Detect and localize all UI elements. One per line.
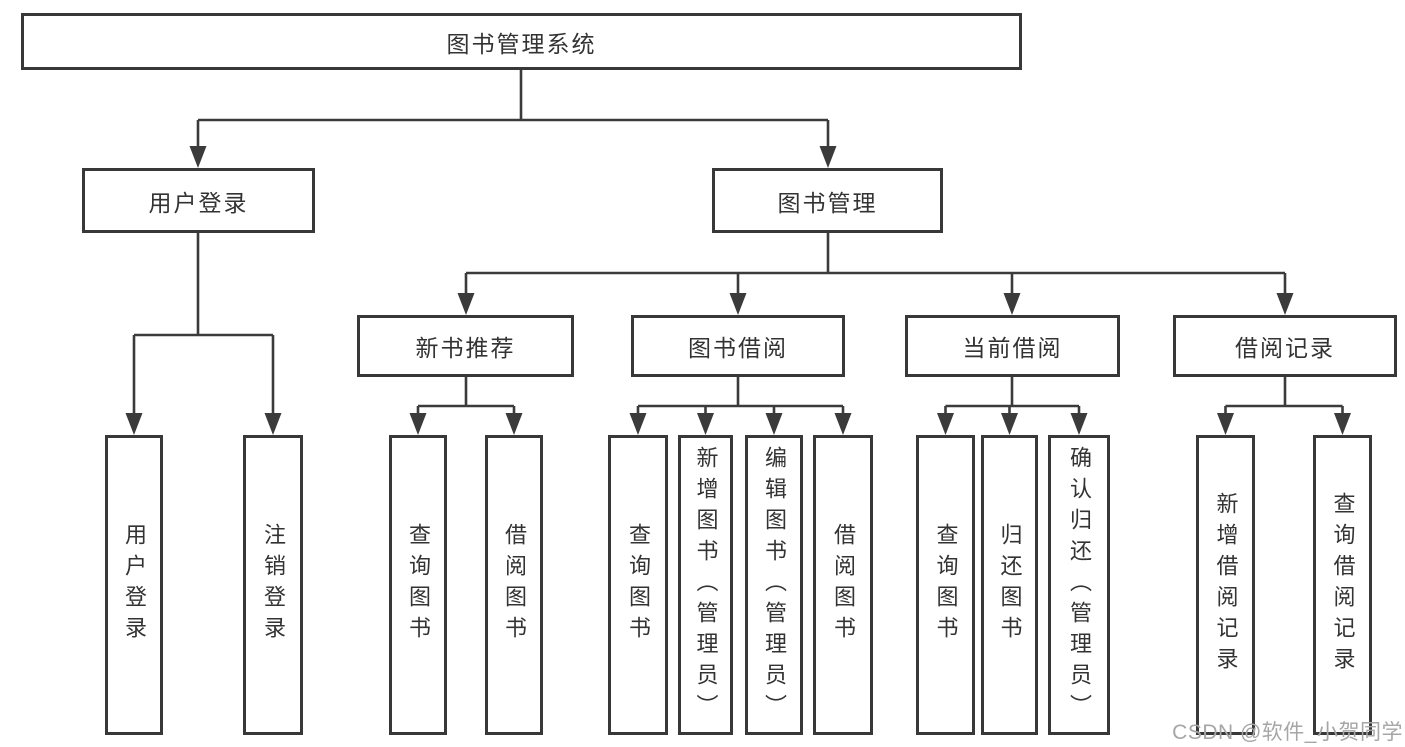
arrowhead-icon <box>1276 293 1294 315</box>
arrowhead-icon <box>937 413 954 435</box>
node-current-borrow: 当前借阅 <box>905 315 1120 377</box>
arrowhead-icon <box>457 293 475 315</box>
arrowhead-icon <box>264 413 282 435</box>
leaf-logout: 注销登录 <box>243 435 303 735</box>
node-borrow-records: 借阅记录 <box>1173 315 1397 377</box>
arrowhead-icon <box>629 413 647 435</box>
arrowhead-icon <box>409 413 427 435</box>
leaf-query-books-recommend: 查询图书 <box>389 435 447 735</box>
arrowhead-icon <box>1217 413 1234 435</box>
leaf-add-borrow-record: 新增借阅记录 <box>1196 435 1255 735</box>
leaf-edit-books-admin: 编辑图书（管理员） <box>745 435 803 735</box>
leaf-add-books-admin: 新增图书（管理员） <box>678 435 733 735</box>
arrowhead-icon <box>765 413 783 435</box>
leaf-confirm-return-admin: 确认归还（管理员） <box>1048 435 1110 735</box>
leaf-query-books-current: 查询图书 <box>916 435 975 735</box>
leaf-query-books-borrow: 查询图书 <box>608 435 668 735</box>
arrowhead-icon <box>1001 413 1018 435</box>
node-user-login: 用户登录 <box>82 168 315 233</box>
leaf-query-borrow-record: 查询借阅记录 <box>1313 435 1372 735</box>
csdn-watermark: CSDN @软件_小贺同学 <box>1172 721 1403 744</box>
arrowhead-icon <box>1334 413 1351 435</box>
arrowhead-icon <box>819 146 837 168</box>
leaf-user-login: 用户登录 <box>105 435 163 735</box>
node-book-management: 图书管理 <box>712 168 943 233</box>
node-root-library-system: 图书管理系统 <box>21 13 1022 70</box>
node-book-borrow: 图书借阅 <box>631 315 845 377</box>
leaf-borrow-books: 借阅图书 <box>813 435 873 735</box>
arrowhead-icon <box>697 413 714 435</box>
arrowhead-icon <box>1003 293 1021 315</box>
leaf-return-books: 归还图书 <box>981 435 1038 735</box>
leaf-borrow-books-recommend: 借阅图书 <box>485 435 543 735</box>
arrowhead-icon <box>505 413 523 435</box>
arrowhead-icon <box>125 413 143 435</box>
arrowhead-icon <box>729 293 747 315</box>
arrowhead-icon <box>189 146 207 168</box>
arrowhead-icon <box>1070 413 1088 435</box>
node-new-book-recommend: 新书推荐 <box>357 315 574 377</box>
arrowhead-icon <box>834 413 852 435</box>
